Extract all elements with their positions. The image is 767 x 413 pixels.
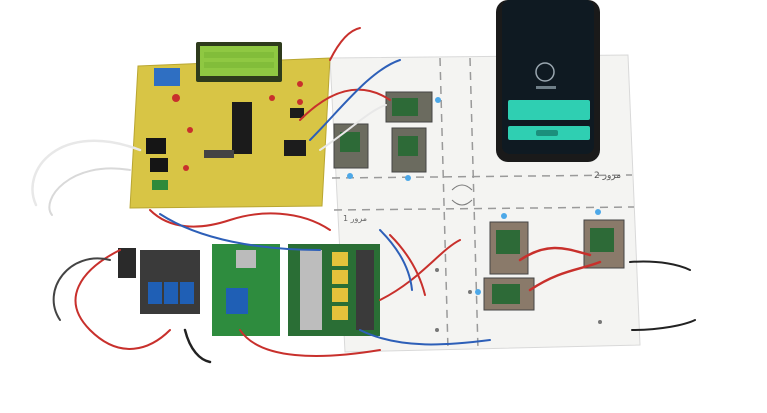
- sensor-module-1: [333, 123, 369, 179]
- wires: [31, 27, 696, 364]
- paper-label-right: مرور 2: [594, 171, 621, 181]
- phone-button-1: [508, 100, 590, 120]
- relay-board-2: [212, 244, 280, 336]
- relay-board-1: [118, 248, 200, 314]
- main-controller-pcb: [129, 42, 331, 209]
- sensor-module-5: [583, 209, 625, 269]
- sensor-module-3: [391, 127, 427, 181]
- phone-app-icon: [535, 62, 555, 82]
- sensor-module-4: [489, 213, 529, 275]
- paper-label-left: مرور 1: [343, 214, 367, 223]
- sensor-module-6: [475, 277, 535, 311]
- smartphone: [496, 0, 600, 162]
- sensor-module-2: [385, 91, 441, 123]
- relay-board-3: [288, 244, 380, 336]
